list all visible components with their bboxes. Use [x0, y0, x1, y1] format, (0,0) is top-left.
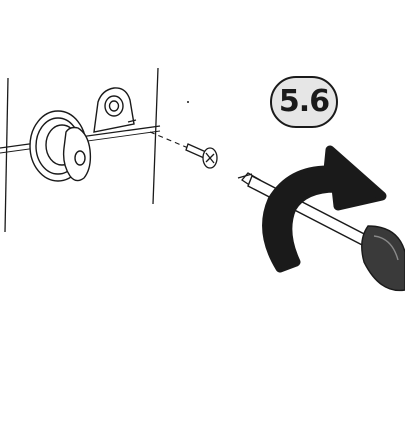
screw [185, 143, 218, 169]
key [62, 126, 92, 182]
step-number-label: 5.6 [278, 84, 330, 119]
guide-dot [187, 101, 189, 103]
rotation-arrow [262, 145, 387, 273]
step-number-badge: 5.6 [270, 76, 338, 128]
hinge-bracket [93, 87, 137, 133]
